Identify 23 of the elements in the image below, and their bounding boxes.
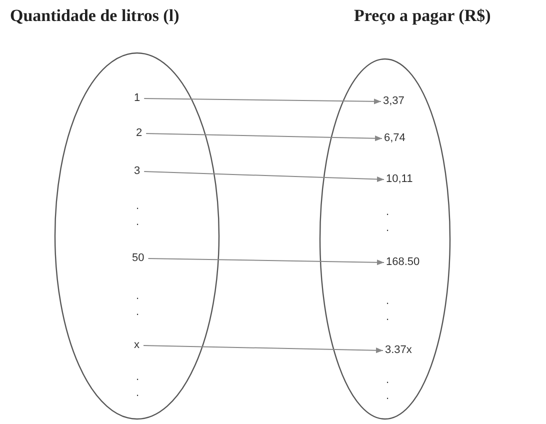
arrow (143, 345, 384, 354)
set-element: 168.50 (386, 256, 420, 269)
ellipsis-dots: . . (136, 289, 140, 320)
set-element: 2 (136, 127, 142, 140)
ellipsis-dots: . . (386, 294, 390, 325)
set-heading: Quantidade de litros (l) (10, 6, 180, 26)
ellipsis-dots: . . (386, 205, 390, 236)
ellipsis-dots: . . (386, 373, 390, 404)
set-element: 3 (134, 165, 140, 178)
set-element: 50 (132, 252, 144, 265)
arrow (148, 258, 384, 266)
arrow (144, 171, 384, 182)
ellipsis-dots: . . (136, 370, 140, 401)
ellipsis-dots: . . (136, 199, 140, 230)
set-element: 1 (134, 92, 140, 105)
set-element: 3.37x (385, 344, 412, 357)
set-element: 6,74 (384, 132, 406, 145)
set-element: 3,37 (383, 95, 404, 108)
arrow (146, 133, 382, 142)
set-element: 10,11 (386, 173, 413, 186)
set-element: x (134, 339, 140, 352)
arrow (144, 98, 382, 104)
set-heading: Preço a pagar (R$) (354, 6, 491, 26)
